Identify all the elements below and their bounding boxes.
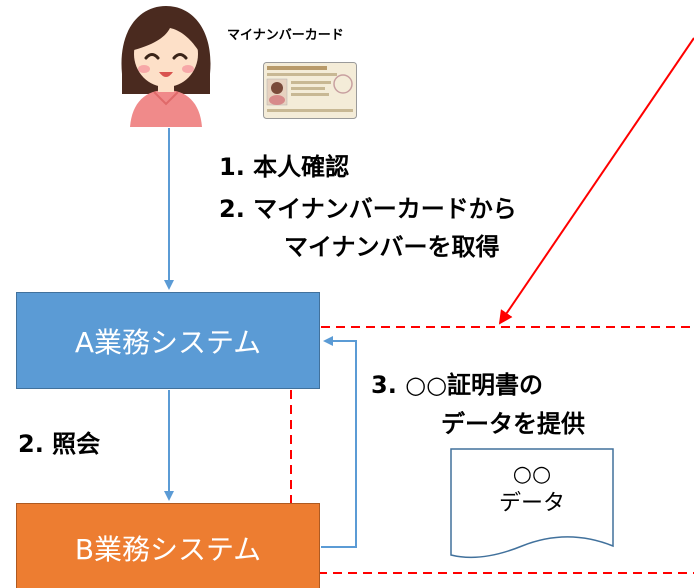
step-get-number-line1: 2. マイナンバーカードから <box>219 195 517 223</box>
query-label: 2. 照会 <box>18 430 101 458</box>
arrow-b-to-a <box>321 336 357 548</box>
a-system-box: A業務システム <box>16 292 320 389</box>
provide-label-line1: 3. ○○証明書の <box>371 371 544 399</box>
document-title: ○○ <box>512 462 552 487</box>
step-get-number-line2: マイナンバーを取得 <box>284 233 500 261</box>
step-identity-check: 1. 本人確認 <box>219 153 350 181</box>
b-system-box: B業務システム <box>16 503 320 588</box>
a-system-label: A業務システム <box>74 325 262 359</box>
red-pointer-arrow <box>498 37 694 325</box>
my-number-card-icon <box>263 62 357 119</box>
provide-label-line2: データを提供 <box>441 410 585 438</box>
document-subtitle: データ <box>498 491 565 516</box>
document-icon <box>450 448 614 559</box>
red-dashed-region <box>290 326 694 574</box>
b-system-label: B業務システム <box>74 533 262 566</box>
card-title: マイナンバーカード <box>227 28 344 43</box>
woman-avatar-icon <box>121 6 211 127</box>
